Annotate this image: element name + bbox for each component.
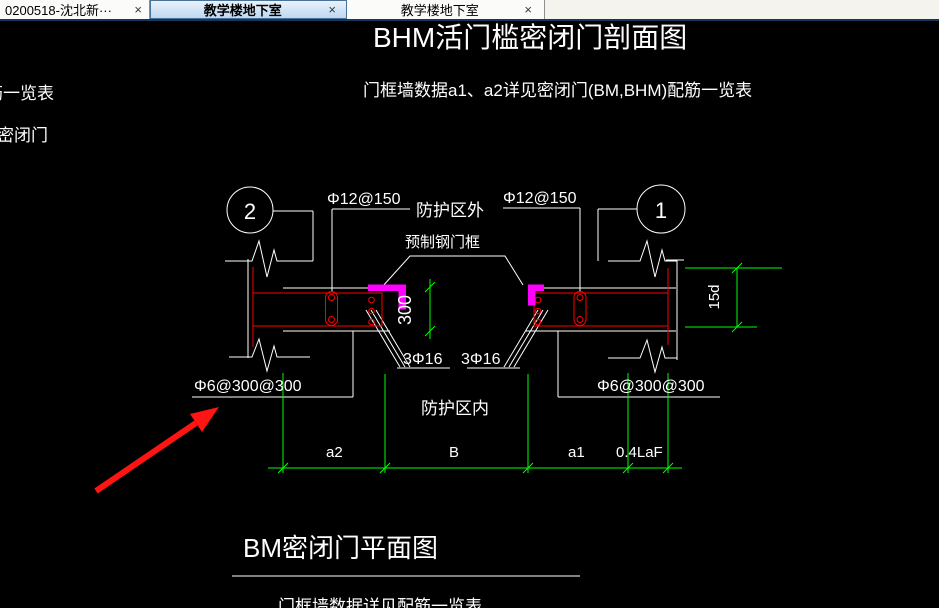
dim-15d-line: [685, 262, 782, 333]
stirrup-right-bar-top: [576, 294, 584, 301]
rebar-leader-top-left: [331, 208, 410, 291]
wall-rebar-right: [533, 268, 669, 345]
close-icon[interactable]: ×: [328, 2, 336, 17]
door-frame-trapezoid: [381, 255, 524, 288]
left-margin-text-1: 筋一览表: [0, 84, 54, 103]
jamb-rebar-right: [503, 309, 549, 368]
tab-label: 教学楼地下室: [203, 3, 282, 18]
steel-angle-left: [368, 284, 406, 310]
wall-rebar-left-label: Φ6@300@300: [194, 378, 302, 395]
wall-rebar-right-label: Φ6@300@300: [597, 378, 705, 395]
wall-face-right: [525, 287, 676, 332]
rebar-dots-left: [368, 296, 375, 326]
dim-300-text: 300: [395, 295, 415, 325]
leader-left: [273, 210, 314, 261]
tab-label: 教学楼地下室: [400, 3, 479, 18]
bottom-partial-note: 门框墙数据详见配筋一览表: [278, 597, 482, 608]
section-note: 门框墙数据a1、a2详见密闭门(BM,BHM)配筋一览表: [363, 81, 752, 100]
sill-rebar-left-label: 3Φ16: [403, 351, 443, 368]
break-line-bottom-left: [229, 337, 310, 373]
break-line-bottom-right: [608, 338, 677, 374]
axis-bubble-left-circle: [226, 186, 274, 234]
dim-300-line: [424, 279, 436, 339]
rebar-top-right-label: Φ12@150: [503, 190, 577, 207]
close-icon[interactable]: ×: [134, 2, 142, 17]
wall-rebar-left: [252, 267, 383, 347]
plan-title: BM密闭门平面图: [243, 533, 438, 563]
dim-a2-text: a2: [326, 444, 343, 461]
stirrup-right-bar-bottom: [576, 316, 584, 323]
steel-angle-right: [528, 284, 544, 306]
axis-bubble-left-number: 2: [244, 199, 256, 224]
rebar-leader-top-right: [503, 207, 581, 291]
break-line-top-right: [608, 239, 684, 278]
tab-label: 0200518-沈北新···: [5, 3, 112, 18]
stirrup-left-bar-bottom: [328, 316, 335, 323]
rebar-top-left-label: Φ12@150: [327, 191, 401, 208]
sill-rebar-right-label: 3Φ16: [461, 351, 501, 368]
section-title: BHM活门槛密闭门剖面图: [373, 22, 687, 53]
dim-a1-text: a1: [568, 444, 585, 461]
tab-drawing-1[interactable]: 0200518-沈北新··· ×: [0, 0, 150, 19]
stirrup-left-bar-top: [328, 294, 335, 301]
dim-b-text: B: [449, 444, 459, 461]
left-margin-text-2: 密闭门: [0, 126, 48, 145]
dim-15d-text: 15d: [706, 284, 723, 309]
zone-outside-label: 防护区外: [416, 201, 484, 220]
phi6-leader-right: [557, 331, 720, 398]
axis-bubble-right-number: 1: [655, 198, 667, 223]
close-icon[interactable]: ×: [524, 2, 532, 17]
rebar-dots-right: [534, 296, 542, 326]
dim-04laf-text: 0.4LaF: [616, 444, 663, 461]
document-tabbar: 0200518-沈北新··· × 教学楼地下室 × 教学楼地下室 ×: [0, 0, 939, 21]
break-line-top-left: [225, 239, 313, 278]
dim-chain-bottom: [268, 373, 682, 474]
zone-inside-label: 防护区内: [421, 399, 489, 418]
wall-face-left: [283, 287, 390, 332]
leader-right: [597, 208, 637, 261]
stirrup-right: [573, 291, 587, 326]
tab-drawing-3[interactable]: 教学楼地下室 ×: [347, 0, 545, 19]
annotation-arrow: [94, 407, 219, 494]
phi6-leader-left: [192, 331, 354, 398]
stirrup-left: [325, 291, 338, 326]
tab-drawing-2-active[interactable]: 教学楼地下室 ×: [150, 0, 347, 19]
door-frame-label: 预制钢门框: [405, 234, 480, 251]
